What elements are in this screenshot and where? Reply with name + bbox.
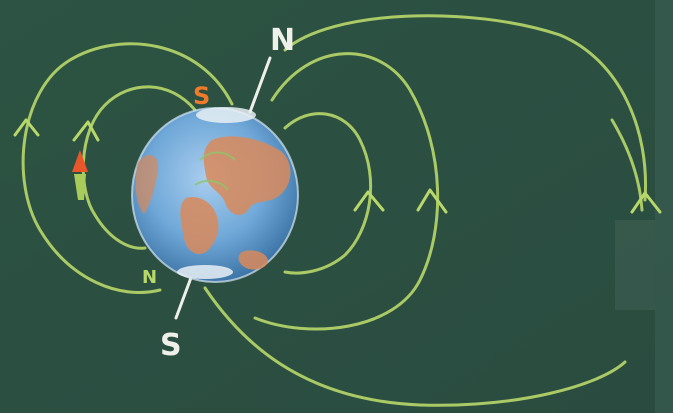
compass-needle xyxy=(72,150,88,200)
continent-greenery xyxy=(194,151,236,191)
rotation-axis-north xyxy=(248,56,272,114)
board-edge xyxy=(655,0,673,413)
field-line-left-inner xyxy=(81,85,197,250)
north-polar-cap xyxy=(196,107,256,123)
arrow-right-middle xyxy=(416,188,448,214)
south-polar-cap xyxy=(177,265,233,279)
field-line-left-outer xyxy=(21,42,234,294)
arrow-left-inner xyxy=(72,120,100,142)
eraser-smudge xyxy=(615,220,655,310)
arrow-far-right xyxy=(630,191,662,214)
field-line-right-middle xyxy=(253,52,440,331)
field-line-right-outer xyxy=(283,14,648,202)
magnetic-north-label: N xyxy=(142,267,157,288)
continent-europe-asia xyxy=(203,136,291,215)
continent-australia xyxy=(238,250,268,270)
geographic-south-label: S xyxy=(160,328,182,363)
field-line-bottom-outer xyxy=(203,286,627,407)
earth-globe xyxy=(131,107,299,283)
magnetic-south-label: S xyxy=(193,82,210,110)
geographic-north-label: N xyxy=(270,23,295,58)
arrow-right-inner xyxy=(353,190,385,212)
continent-africa xyxy=(180,196,219,255)
arrow-left-outer xyxy=(13,118,40,137)
continent-americas-edge xyxy=(135,155,159,214)
rotation-axis-south xyxy=(174,273,194,320)
compass-needle-red-tip xyxy=(72,150,88,172)
compass-needle-green-tail xyxy=(74,174,86,200)
